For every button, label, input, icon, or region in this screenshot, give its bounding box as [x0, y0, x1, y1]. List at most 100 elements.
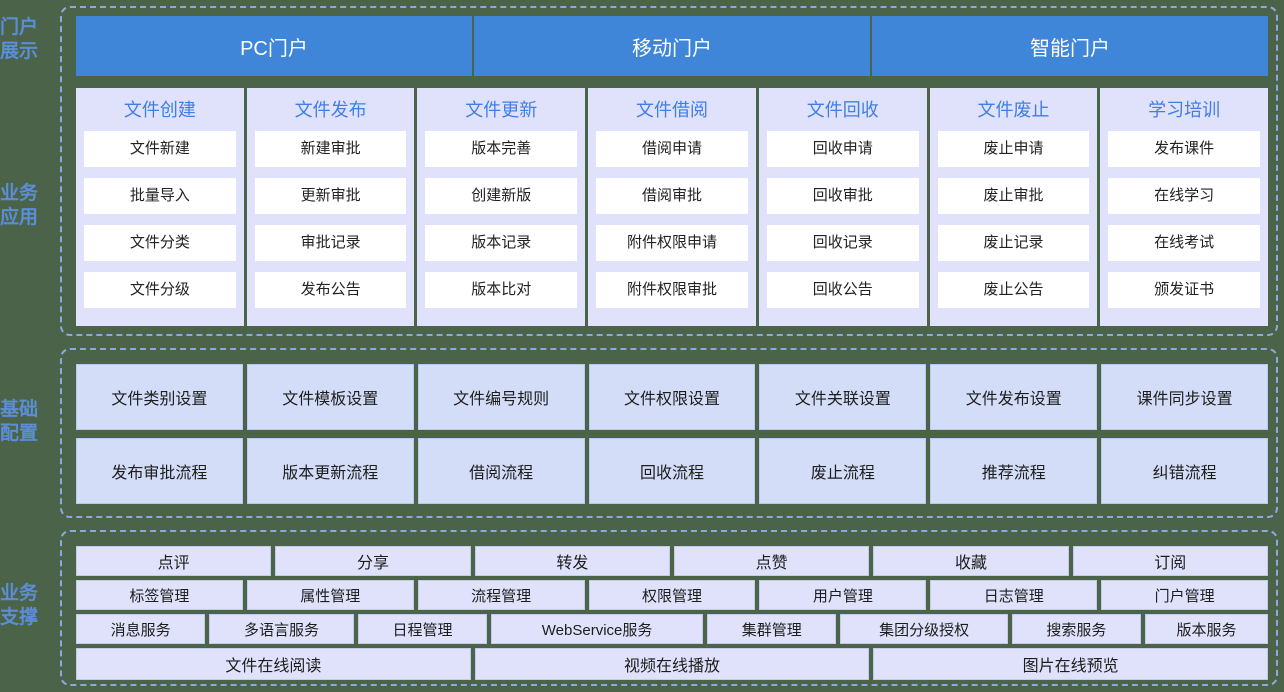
app-column-title: 文件发布	[294, 100, 367, 120]
app-column-title: 文件更新	[465, 100, 538, 120]
app-item[interactable]: 废止申请	[937, 131, 1090, 167]
support-cell[interactable]: 日程管理	[357, 614, 488, 644]
config-cell[interactable]: 回收流程	[588, 438, 756, 504]
application-columns: 文件创建 文件新建 批量导入 文件分类 文件分级 文件发布 新建审批 更新审批 …	[76, 88, 1269, 326]
app-item[interactable]: 回收记录	[766, 225, 919, 261]
portal-header-row: PC门户 移动门户 智能门户	[76, 16, 1268, 76]
app-column-file-recycle: 文件回收 回收申请 回收审批 回收记录 回收公告	[758, 88, 927, 326]
support-cell[interactable]: 转发	[474, 546, 670, 576]
app-item[interactable]: 借阅审批	[596, 178, 748, 214]
support-cell[interactable]: 门户管理	[1101, 580, 1269, 610]
app-item[interactable]: 发布课件	[1108, 131, 1261, 167]
config-cell[interactable]: 废止流程	[759, 438, 927, 504]
support-row-services: 消息服务 多语言服务 日程管理 WebService服务 集群管理 集团分级授权…	[76, 614, 1268, 644]
rail-label-line: 基础	[0, 399, 39, 420]
app-item[interactable]: 创建新版	[425, 178, 578, 214]
config-cell[interactable]: 纠错流程	[1101, 438, 1269, 504]
app-column-file-create: 文件创建 文件新建 批量导入 文件分类 文件分级	[76, 88, 244, 326]
support-cell[interactable]: 文件在线阅读	[76, 648, 471, 680]
support-cell[interactable]: 集群管理	[707, 614, 837, 644]
support-cell[interactable]: WebService服务	[491, 614, 704, 644]
support-cell[interactable]: 点评	[76, 546, 272, 576]
app-item[interactable]: 废止审批	[937, 178, 1090, 214]
app-item[interactable]: 废止公告	[937, 272, 1090, 308]
group-business-support	[60, 530, 1278, 686]
app-column-title: 文件创建	[123, 100, 196, 120]
config-cell[interactable]: 文件权限设置	[588, 364, 756, 430]
rail-label-line: 配置	[0, 423, 39, 444]
support-cell[interactable]: 多语言服务	[209, 614, 354, 644]
support-cell[interactable]: 点赞	[673, 546, 870, 576]
config-cell[interactable]: 课件同步设置	[1101, 364, 1269, 430]
config-cell[interactable]: 文件模板设置	[246, 364, 414, 430]
config-cell[interactable]: 推荐流程	[930, 438, 1098, 504]
support-cell[interactable]: 搜索服务	[1011, 614, 1142, 644]
app-item[interactable]: 附件权限申请	[596, 225, 748, 261]
config-cell[interactable]: 文件编号规则	[417, 364, 585, 430]
app-item[interactable]: 版本记录	[425, 225, 578, 261]
app-item[interactable]: 审批记录	[254, 225, 407, 261]
config-cell[interactable]: 文件类别设置	[76, 364, 243, 430]
support-cell[interactable]: 视频在线播放	[474, 648, 870, 680]
support-cell[interactable]: 收藏	[873, 546, 1069, 576]
support-cell[interactable]: 订阅	[1072, 546, 1268, 576]
config-cell[interactable]: 文件关联设置	[759, 364, 927, 430]
app-column-learning-training: 学习培训 发布课件 在线学习 在线考试 颁发证书	[1100, 88, 1269, 326]
app-item[interactable]: 更新审批	[254, 178, 407, 214]
app-item[interactable]: 发布公告	[254, 272, 407, 308]
portal-tab-mobile[interactable]: 移动门户	[474, 16, 870, 76]
support-cell[interactable]: 用户管理	[759, 580, 927, 610]
rail-label-line: 门户	[0, 17, 39, 38]
app-item[interactable]: 批量导入	[84, 178, 236, 214]
app-column-title: 文件废止	[977, 100, 1050, 120]
support-row-online-viewers: 文件在线阅读 视频在线播放 图片在线预览	[76, 648, 1269, 680]
support-row-social: 点评 分享 转发 点赞 收藏 订阅	[76, 546, 1268, 576]
group-portal-and-application	[60, 6, 1278, 336]
config-cell[interactable]: 借阅流程	[417, 438, 585, 504]
section-rail: 门户 展示 业务 应用 基础 配置 业务 支撑	[0, 0, 60, 692]
support-cell[interactable]: 权限管理	[588, 580, 756, 610]
app-item[interactable]: 文件分类	[84, 225, 236, 261]
support-cell[interactable]: 流程管理	[417, 580, 585, 610]
app-item[interactable]: 废止记录	[937, 225, 1090, 261]
config-cell[interactable]: 发布审批流程	[76, 438, 243, 504]
app-item[interactable]: 版本比对	[425, 272, 578, 308]
support-cell[interactable]: 图片在线预览	[873, 648, 1269, 680]
app-item[interactable]: 在线学习	[1108, 178, 1261, 214]
config-cell[interactable]: 文件发布设置	[930, 364, 1098, 430]
support-cell[interactable]: 分享	[275, 546, 471, 576]
rail-label-line: 业务	[0, 183, 39, 204]
app-item[interactable]: 新建审批	[254, 131, 407, 167]
rail-label-line: 业务	[0, 583, 39, 604]
support-cell[interactable]: 版本服务	[1145, 614, 1268, 644]
support-cell[interactable]: 集团分级授权	[840, 614, 1008, 644]
support-cell[interactable]: 属性管理	[246, 580, 414, 610]
support-row-management: 标签管理 属性管理 流程管理 权限管理 用户管理 日志管理 门户管理	[76, 580, 1269, 610]
rail-label-line: 支撑	[0, 607, 39, 628]
group-base-configuration	[60, 348, 1278, 518]
portal-tab-pc[interactable]: PC门户	[76, 16, 472, 76]
support-cell[interactable]: 日志管理	[930, 580, 1098, 610]
rail-label-business-application: 业务 应用	[0, 182, 60, 230]
portal-tab-smart[interactable]: 智能门户	[872, 16, 1268, 76]
rail-label-line: 应用	[0, 207, 39, 228]
app-item[interactable]: 附件权限审批	[596, 272, 748, 308]
app-item[interactable]: 借阅申请	[596, 131, 748, 167]
config-cell[interactable]: 版本更新流程	[246, 438, 414, 504]
support-cell[interactable]: 标签管理	[76, 580, 243, 610]
app-item[interactable]: 回收审批	[766, 178, 919, 214]
app-column-file-update: 文件更新 版本完善 创建新版 版本记录 版本比对	[417, 88, 586, 326]
app-item[interactable]: 颁发证书	[1108, 272, 1261, 308]
support-cell[interactable]: 消息服务	[76, 614, 206, 644]
app-item[interactable]: 版本完善	[425, 131, 578, 167]
app-item[interactable]: 回收申请	[766, 131, 919, 167]
app-item[interactable]: 在线考试	[1108, 225, 1261, 261]
rail-label-base-configuration: 基础 配置	[0, 398, 60, 446]
app-item[interactable]: 文件分级	[84, 272, 236, 308]
app-item[interactable]: 回收公告	[766, 272, 919, 308]
app-column-title: 文件借阅	[636, 100, 709, 120]
rail-label-line: 展示	[0, 41, 39, 62]
rail-label-business-support: 业务 支撑	[0, 582, 60, 630]
app-item[interactable]: 文件新建	[84, 131, 236, 167]
